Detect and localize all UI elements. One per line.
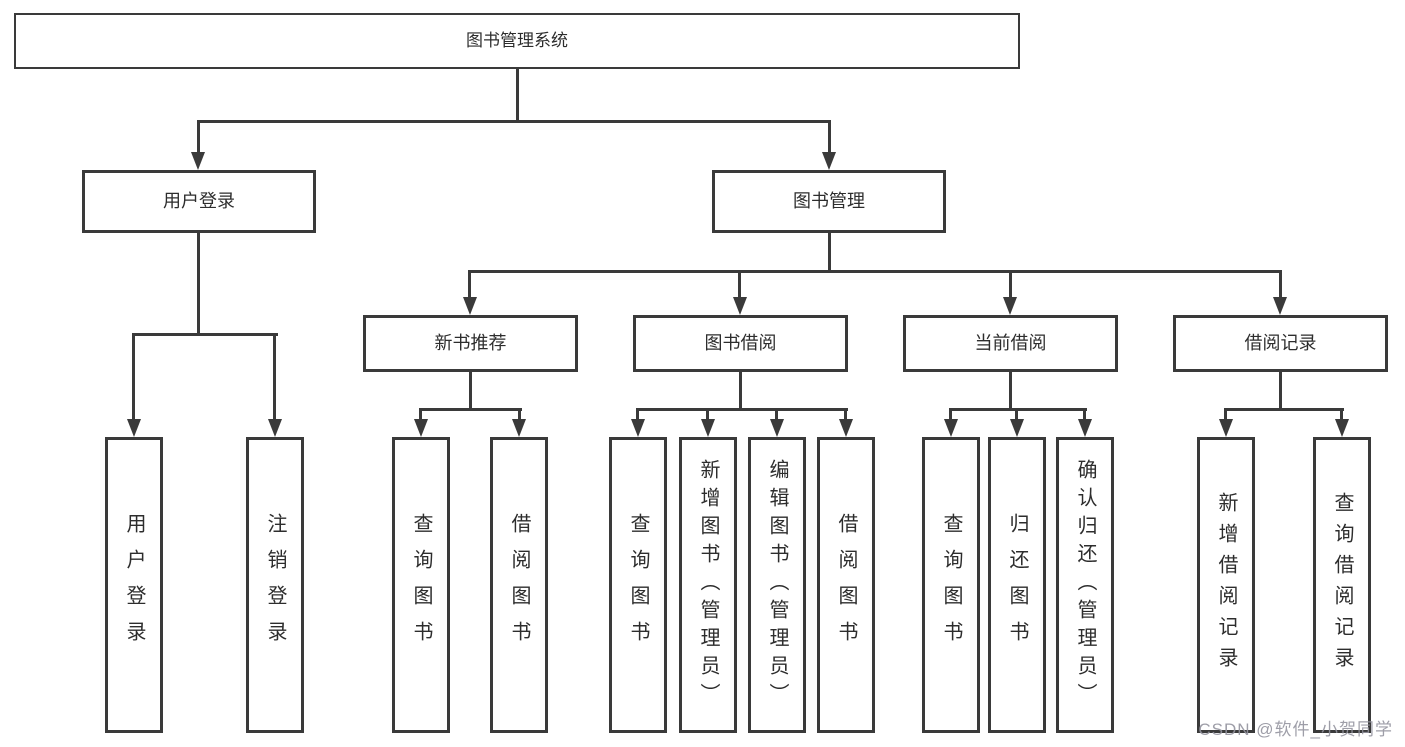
node-user-login-leaf: 用户登录 — [105, 437, 163, 733]
connector-horizontal — [419, 408, 522, 411]
connector-vertical — [516, 69, 519, 120]
connector-vertical — [1009, 270, 1012, 297]
node-query-borrow-record: 查询借阅记录 — [1313, 437, 1371, 733]
arrow-down-icon — [463, 297, 477, 315]
connector-vertical — [828, 233, 831, 270]
arrow-down-icon — [822, 152, 836, 170]
arrow-down-icon — [414, 419, 428, 437]
arrow-down-icon — [733, 297, 747, 315]
connector-vertical — [739, 372, 742, 408]
connector-vertical — [1009, 372, 1012, 408]
connector-horizontal — [197, 120, 831, 123]
connector-vertical — [844, 408, 847, 419]
connector-vertical — [1279, 270, 1282, 297]
node-borrow-books-recommend: 借阅图书 — [490, 437, 548, 733]
connector-vertical — [1083, 408, 1086, 419]
connector-vertical — [1279, 372, 1282, 408]
arrow-down-icon — [1219, 419, 1233, 437]
connector-vertical — [1224, 408, 1227, 419]
connector-vertical — [419, 408, 422, 419]
connector-vertical — [197, 233, 200, 333]
connector-vertical — [469, 372, 472, 408]
connector-vertical — [273, 333, 276, 419]
node-library-management-system: 图书管理系统 — [14, 13, 1020, 69]
node-book-borrowing: 图书借阅 — [633, 315, 848, 372]
arrow-down-icon — [944, 419, 958, 437]
connector-horizontal — [132, 333, 278, 336]
node-borrow-books: 借阅图书 — [817, 437, 875, 733]
node-confirm-return-admin: 确认归还（管理员） — [1056, 437, 1114, 733]
node-query-books-recommend: 查询图书 — [392, 437, 450, 733]
node-borrowing-records: 借阅记录 — [1173, 315, 1388, 372]
node-return-books: 归还图书 — [988, 437, 1046, 733]
connector-vertical — [636, 408, 639, 419]
connector-vertical — [949, 408, 952, 419]
node-query-books-borrowing: 查询图书 — [609, 437, 667, 733]
connector-vertical — [468, 270, 471, 297]
connector-vertical — [132, 333, 135, 419]
connector-horizontal — [636, 408, 848, 411]
node-query-books-current: 查询图书 — [922, 437, 980, 733]
connector-horizontal — [1224, 408, 1344, 411]
connector-vertical — [1340, 408, 1343, 419]
node-logout: 注销登录 — [246, 437, 304, 733]
arrow-down-icon — [127, 419, 141, 437]
arrow-down-icon — [701, 419, 715, 437]
node-user-login: 用户登录 — [82, 170, 316, 233]
connector-vertical — [828, 120, 831, 152]
arrow-down-icon — [1010, 419, 1024, 437]
arrow-down-icon — [1335, 419, 1349, 437]
connector-vertical — [197, 120, 200, 152]
arrow-down-icon — [631, 419, 645, 437]
arrow-down-icon — [512, 419, 526, 437]
connector-vertical — [518, 408, 521, 419]
node-edit-books-admin: 编辑图书（管理员） — [748, 437, 806, 733]
arrow-down-icon — [191, 152, 205, 170]
connector-vertical — [1015, 408, 1018, 419]
node-current-borrowing: 当前借阅 — [903, 315, 1118, 372]
csdn-watermark: CSDN @软件_小贺同学 — [1198, 720, 1393, 739]
arrow-down-icon — [770, 419, 784, 437]
connector-vertical — [775, 408, 778, 419]
arrow-down-icon — [839, 419, 853, 437]
arrow-down-icon — [1003, 297, 1017, 315]
connector-vertical — [738, 270, 741, 297]
connector-horizontal — [949, 408, 1087, 411]
node-add-books-admin: 新增图书（管理员） — [679, 437, 737, 733]
connector-horizontal — [468, 270, 1282, 273]
arrow-down-icon — [1078, 419, 1092, 437]
node-add-borrow-record: 新增借阅记录 — [1197, 437, 1255, 733]
node-book-management: 图书管理 — [712, 170, 946, 233]
connector-vertical — [706, 408, 709, 419]
arrow-down-icon — [1273, 297, 1287, 315]
arrow-down-icon — [268, 419, 282, 437]
node-new-book-recommendation: 新书推荐 — [363, 315, 578, 372]
